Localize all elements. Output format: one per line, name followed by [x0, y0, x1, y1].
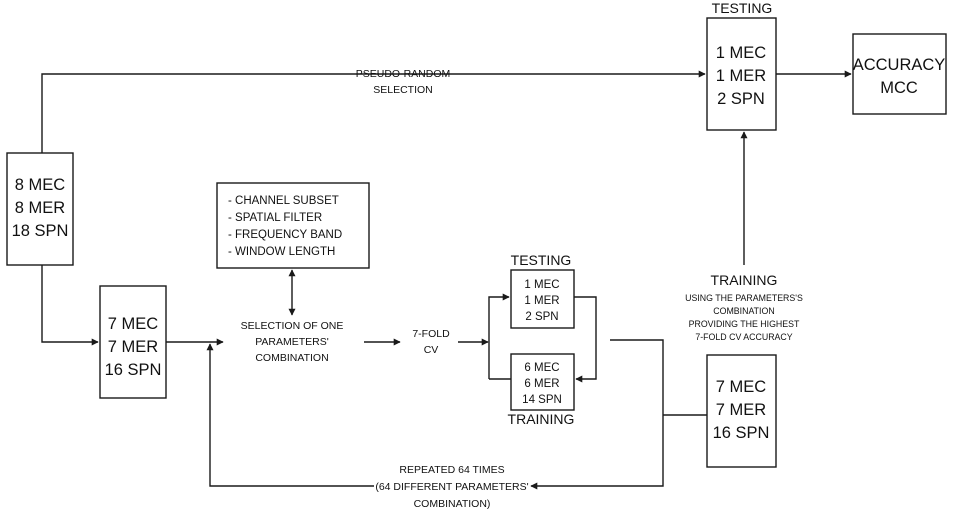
all-data-line-1: 8 MEC	[15, 176, 66, 194]
final-train-line-2: 7 MER	[716, 401, 767, 419]
training-inner-label: TRAINING	[508, 411, 575, 427]
repeat-label-3: COMBINATION)	[414, 498, 491, 510]
pseudo-random-label-1: PSEUDO-RANDOM	[356, 68, 451, 80]
fold-train-line-1: 6 MEC	[524, 362, 559, 374]
fold-test-line-1: 1 MEC	[524, 279, 559, 291]
fold-train-line-2: 6 MER	[524, 378, 559, 390]
training-note-4: 7-FOLD CV ACCURACY	[695, 332, 792, 342]
cv-label-1: 7-FOLD	[412, 328, 450, 340]
final-test-line-2: 1 MER	[716, 67, 767, 85]
training-subset-box	[99, 285, 167, 399]
to-training-subset-arrow	[41, 265, 99, 346]
param-frequency-band: - FREQUENCY BAND	[228, 229, 342, 241]
train-subset-line-2: 7 MER	[108, 338, 159, 356]
parameters-box	[216, 182, 370, 269]
final-train-line-1: 7 MEC	[716, 378, 767, 396]
pseudo-random-label-2: SELECTION	[373, 84, 433, 96]
fold-testing-box	[510, 269, 575, 329]
fold-train-line-3: 14 SPN	[522, 394, 562, 406]
final-training-box	[706, 354, 777, 468]
selection-label-2: PARAMETERS'	[255, 336, 329, 348]
fold-training-box	[510, 353, 575, 411]
accuracy-line-1: ACCURACY	[853, 56, 946, 74]
final-train-line-3: 16 SPN	[713, 424, 770, 442]
cv-label-2: CV	[424, 344, 439, 356]
train-subset-line-3: 16 SPN	[105, 361, 162, 379]
training-big-label: TRAINING	[711, 272, 778, 288]
training-note-2: COMBINATION	[713, 306, 774, 316]
selection-label-3: COMBINATION	[255, 352, 328, 364]
fold-test-line-3: 2 SPN	[525, 311, 558, 323]
pseudo-random-arrow	[41, 70, 706, 153]
repeat-return-arrow	[206, 343, 374, 487]
all-data-line-3: 18 SPN	[12, 222, 69, 240]
param-channel-subset: - CHANNEL SUBSET	[228, 195, 339, 207]
training-note-1: USING THE PARAMETERS'S	[685, 293, 803, 303]
bracket-to-testing-arrow	[488, 293, 510, 379]
testing-inner-label: TESTING	[511, 252, 572, 268]
accuracy-box	[852, 33, 947, 115]
final-test-line-1: 1 MEC	[716, 44, 767, 62]
param-window-length: - WINDOW LENGTH	[228, 246, 335, 258]
fold-test-line-2: 1 MER	[524, 295, 559, 307]
training-note-3: PROVIDING THE HIGHEST	[689, 319, 800, 329]
testing-top-label: TESTING	[712, 0, 773, 16]
final-test-box	[706, 17, 777, 131]
all-data-line-2: 8 MER	[15, 199, 66, 217]
param-spatial-filter: - SPATIAL FILTER	[228, 212, 322, 224]
all-data-box	[6, 152, 74, 266]
train-subset-line-1: 7 MEC	[108, 315, 159, 333]
accuracy-line-2: MCC	[880, 79, 918, 97]
repeat-label-2: (64 DIFFERENT PARAMETERS'	[375, 481, 528, 493]
repeat-loop-arrow	[530, 339, 664, 490]
repeat-label-1: REPEATED 64 TIMES	[399, 464, 504, 476]
final-test-line-3: 2 SPN	[717, 90, 765, 108]
selection-label-1: SELECTION OF ONE	[241, 320, 344, 332]
fold-loop-arrow	[574, 296, 597, 383]
